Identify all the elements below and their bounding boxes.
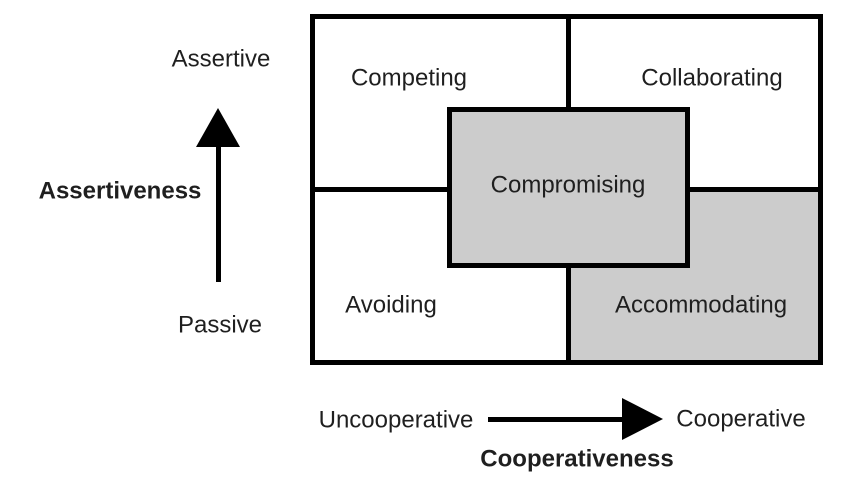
grid-outline: [310, 14, 823, 365]
axis-cooperativeness-title: Cooperativeness: [480, 445, 674, 473]
quadrant-label-collaborating: Collaborating: [641, 64, 783, 92]
quadrant-label-competing: Competing: [350, 64, 468, 92]
axis-cooperativeness-high-label: Cooperative: [676, 405, 806, 433]
right-arrow-icon: [622, 398, 663, 440]
quadrant-label-compromising: Compromising: [490, 171, 646, 199]
quadrant-compromising-box: [447, 107, 690, 268]
axis-cooperativeness-low-label: Uncooperative: [318, 406, 474, 434]
quadrant-label-avoiding: Avoiding: [345, 291, 437, 319]
axis-assertiveness-low-label: Passive: [177, 311, 263, 339]
up-arrow-icon: [196, 108, 240, 147]
axis-assertiveness-high-label: Assertive: [171, 45, 271, 73]
axis-assertiveness-title: Assertiveness: [38, 177, 202, 205]
up-arrow-shaft: [216, 145, 221, 282]
quadrant-label-accommodating: Accommodating: [614, 291, 788, 319]
right-arrow-shaft: [488, 417, 622, 422]
